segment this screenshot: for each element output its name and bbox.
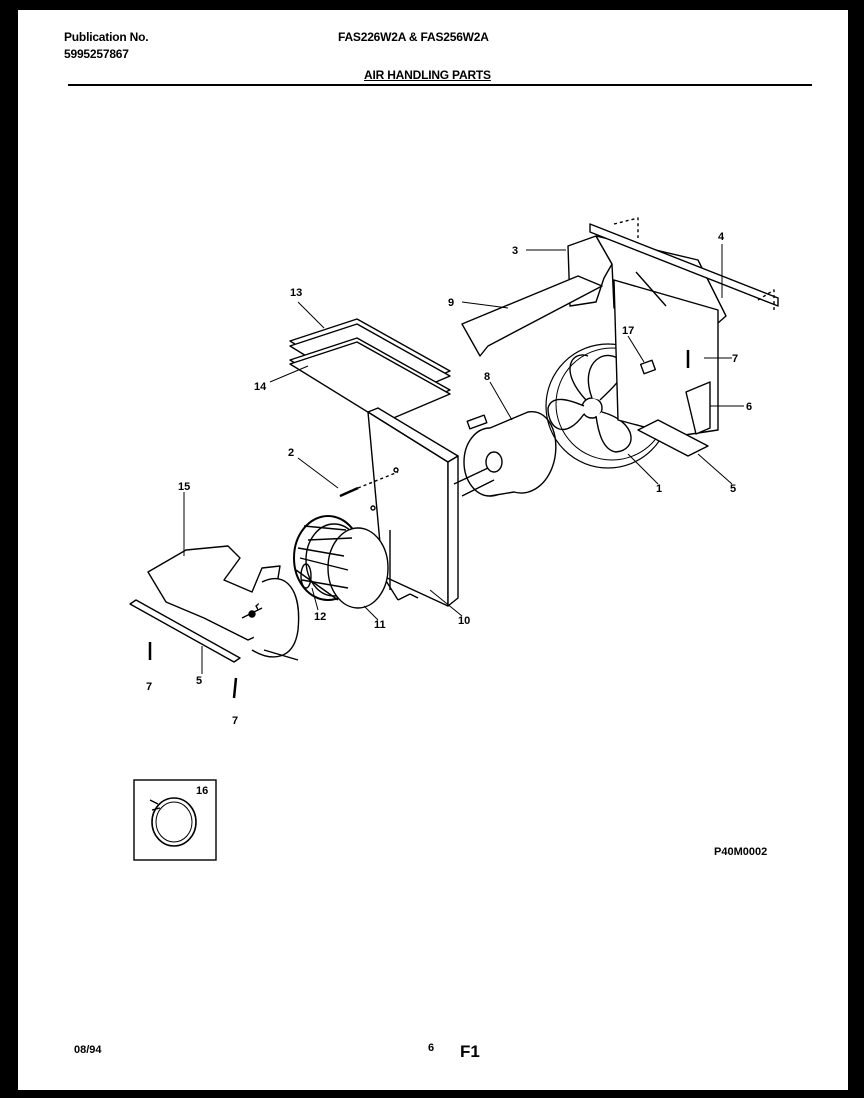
fan-motor-8 bbox=[453, 411, 557, 497]
bracket-6 bbox=[685, 381, 711, 435]
callout-3: 3 bbox=[512, 245, 518, 257]
callout-2: 2 bbox=[288, 447, 294, 459]
header-rule bbox=[68, 84, 812, 86]
switch-17 bbox=[639, 359, 657, 375]
callout-16: 16 bbox=[196, 785, 208, 797]
bracket-5-left bbox=[129, 599, 241, 663]
strap-9 bbox=[461, 275, 603, 357]
callout-7-left: 7 bbox=[146, 681, 152, 693]
publication-number: 5995257867 bbox=[64, 47, 129, 61]
blower-wheel-11 bbox=[293, 515, 389, 609]
callout-15: 15 bbox=[178, 481, 190, 493]
callout-6: 6 bbox=[746, 401, 752, 413]
bulkhead-panel-10 bbox=[367, 407, 459, 607]
callout-5-left: 5 bbox=[196, 675, 202, 687]
footer-section: F1 bbox=[460, 1042, 480, 1061]
callout-5-right: 5 bbox=[730, 483, 736, 495]
callout-14: 14 bbox=[254, 381, 267, 393]
callout-17: 17 bbox=[622, 325, 634, 337]
callout-9: 9 bbox=[448, 297, 454, 309]
screw-7-bottom bbox=[232, 677, 238, 699]
drawing-id: P40M0002 bbox=[714, 846, 768, 858]
leader-lines bbox=[183, 244, 744, 674]
filter-panel-14 bbox=[289, 337, 451, 423]
top-rail-4 bbox=[589, 217, 779, 310]
callout-7-right: 7 bbox=[732, 353, 738, 365]
exploded-view-diagram: 13 14 2 3 4 9 8 17 7 6 1 5 15 12 11 10 7… bbox=[129, 217, 779, 861]
callout-8: 8 bbox=[484, 371, 490, 383]
callout-12: 12 bbox=[314, 611, 326, 623]
callout-1: 1 bbox=[656, 483, 662, 495]
section-title: AIR HANDLING PARTS bbox=[364, 68, 491, 82]
blower-housing-15 bbox=[147, 545, 300, 661]
callout-7-bottom: 7 bbox=[232, 715, 238, 727]
callout-10: 10 bbox=[458, 615, 470, 627]
fan-blade-1 bbox=[547, 354, 632, 453]
callout-11: 11 bbox=[374, 619, 386, 631]
bracket-5-right bbox=[637, 419, 709, 457]
callout-13: 13 bbox=[290, 287, 302, 299]
callout-labels: 13 14 2 3 4 9 8 17 7 6 1 5 15 12 11 10 7… bbox=[146, 231, 752, 727]
model-numbers: FAS226W2A & FAS256W2A bbox=[338, 30, 489, 44]
inset-box-16: 16 bbox=[133, 779, 217, 861]
footer-date: 08/94 bbox=[74, 1044, 102, 1056]
screw-2 bbox=[339, 471, 399, 498]
callout-4: 4 bbox=[718, 231, 725, 243]
parts-sheet: Publication No. 5995257867 FAS226W2A & F… bbox=[18, 10, 848, 1090]
publication-label: Publication No. bbox=[64, 30, 149, 44]
footer-page: 6 bbox=[428, 1042, 435, 1054]
blower-clamp-12 bbox=[300, 563, 312, 589]
